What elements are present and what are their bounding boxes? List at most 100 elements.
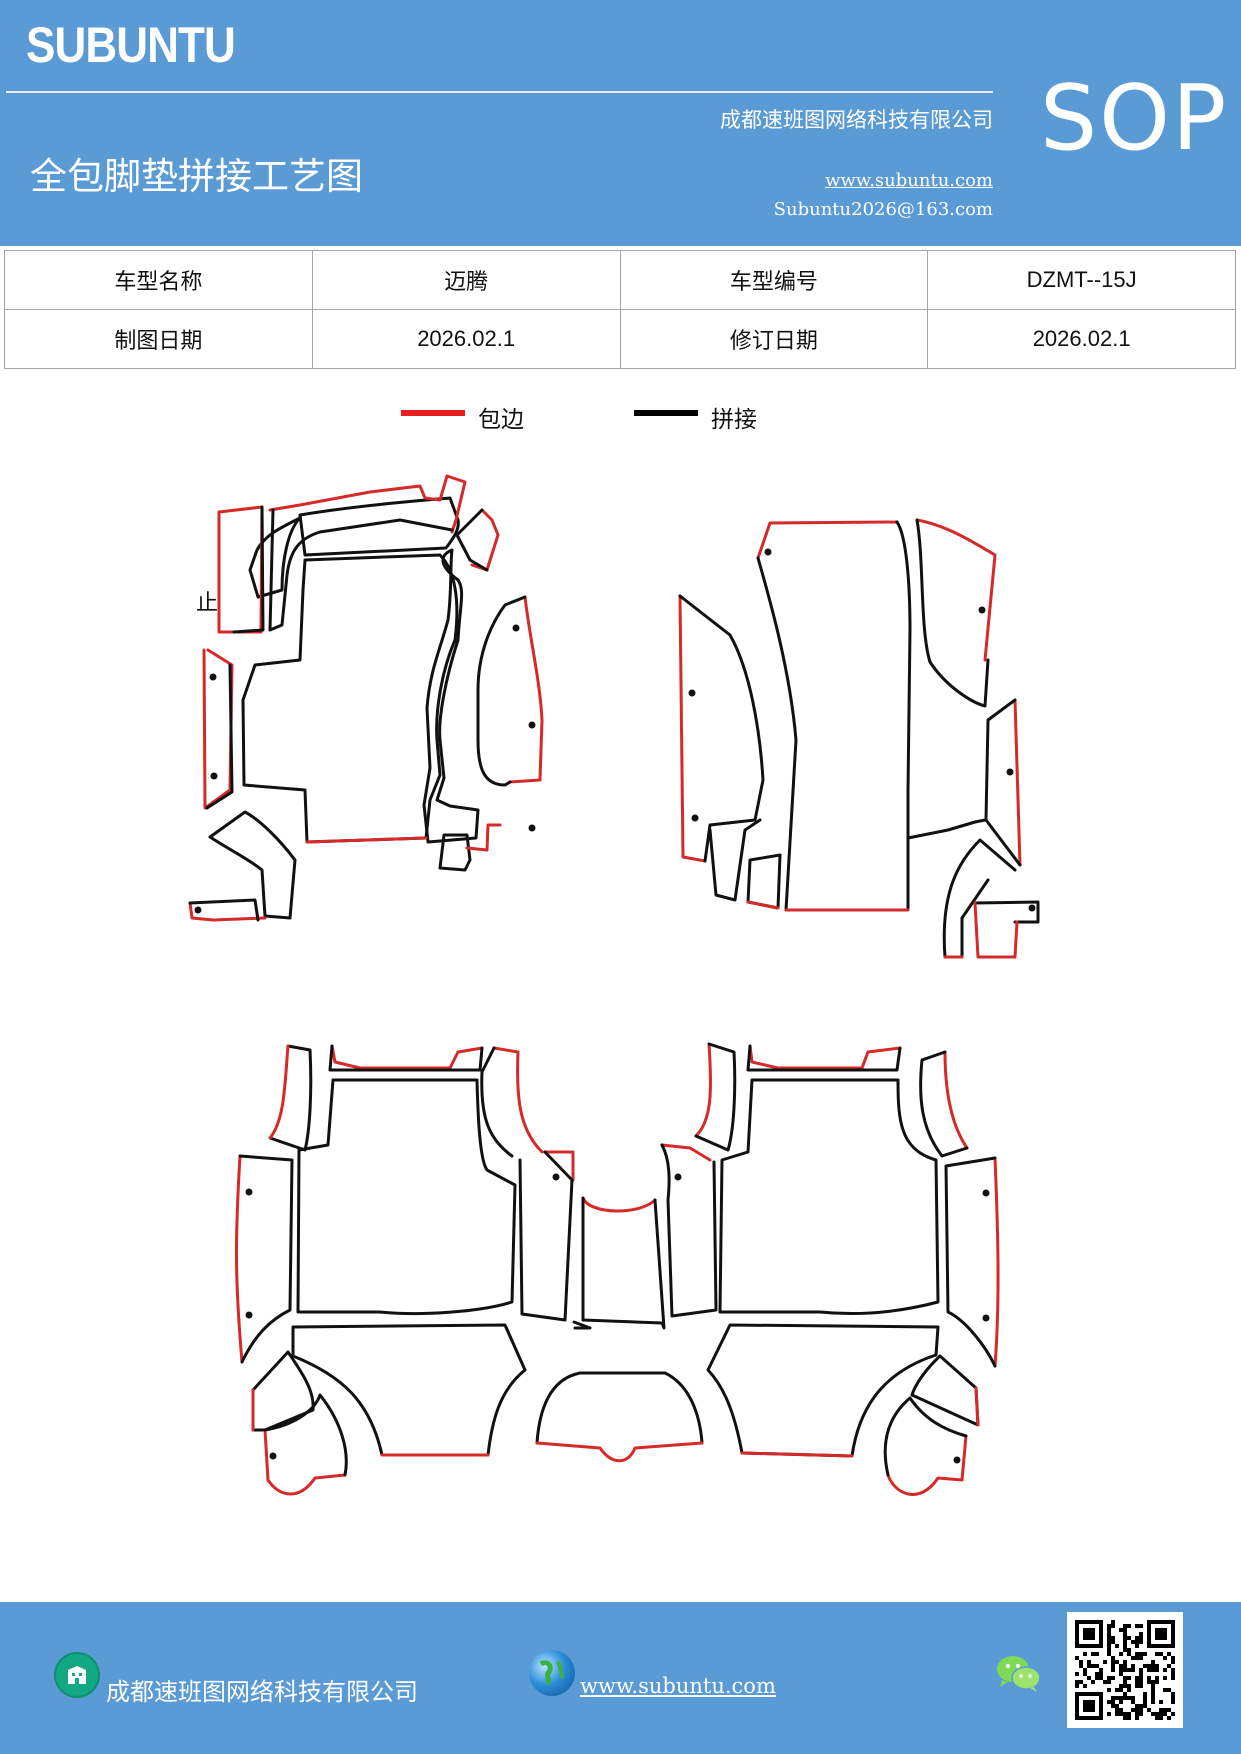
wechat-icon[interactable]: [996, 1654, 1042, 1698]
front-right-corner-binding: [915, 518, 997, 662]
fastener-dot: [552, 1173, 560, 1181]
legend-swatch-red: [401, 410, 465, 416]
front-right-small-piece: [708, 818, 762, 902]
footer-company-name: 成都速班图网络科技有限公司: [106, 1678, 418, 1706]
revision-date-value: 2026.02.1: [927, 309, 1236, 369]
rear-right-wedge: [910, 1354, 980, 1427]
rear-right-foot-binding: [886, 1434, 968, 1496]
bottom-left-foot-seam: [188, 898, 260, 922]
rear-left-wedge: [251, 1350, 315, 1432]
rear-right-top-binding: [748, 1044, 902, 1070]
legend-label: 包边: [478, 407, 524, 433]
front-left-mat-group: 止: [188, 474, 544, 922]
small-triangle-binding: [470, 508, 500, 572]
front-right-small-binding: [746, 900, 780, 910]
front-right-corner-seam: [915, 518, 990, 708]
rear-right-wedge-binding: [974, 1386, 980, 1427]
front-left-floor-binding: [305, 836, 428, 844]
header-divider: [6, 91, 993, 93]
legend-swatch-black: [634, 410, 698, 416]
bottom-left-wedge: [208, 810, 297, 920]
front-left-top-strip: [298, 496, 460, 557]
contact-email: Subuntu2026@163.com: [773, 199, 993, 220]
center-tunnel-seam: [581, 1196, 666, 1330]
center-rear-panel-seam: [535, 1371, 704, 1445]
front-right-foot-seam: [973, 900, 1040, 924]
bottom-mid-stub: [438, 833, 472, 872]
table-row: 制图日期 2026.02.1 修订日期 2026.02.1: [4, 309, 1236, 369]
rear-left-upper-side: [268, 1044, 313, 1152]
rear-right-upper-side-seam: [694, 1042, 737, 1152]
rear-right-side-upper-seam: [919, 1050, 969, 1158]
center-tunnel-foot: [572, 1320, 592, 1330]
front-right-left-strip-binding: [678, 594, 707, 863]
fastener-dot: [210, 772, 218, 780]
fastener-dot: [528, 824, 536, 832]
model-name-label: 车型名称: [4, 250, 313, 310]
rear-left-tunnel-side-binding: [543, 1150, 575, 1182]
brand-logo: SUBUNTU: [26, 17, 236, 73]
header-banner: SUBUNTU SOP 成都速班图网络科技有限公司 全包脚垫拼接工艺图 www.…: [0, 0, 1241, 246]
front-right-foot-binding: [973, 901, 1019, 959]
fastener-dot: [688, 689, 696, 697]
table-row: 车型名称 迈腾 车型编号 DZMT--15J: [4, 250, 1236, 310]
rear-right-side-binding: [993, 1156, 1000, 1368]
building-icon: [54, 1652, 100, 1698]
rear-right-pillar-seam: [660, 1143, 718, 1318]
rear-left-pillar-seam: [480, 1046, 514, 1158]
center-tunnel-top-binding: [581, 1196, 657, 1213]
rear-left-main-panel: [296, 1078, 517, 1316]
rear-left-upper-side-binding: [268, 1044, 290, 1140]
rear-right-lower-panel: [706, 1323, 940, 1458]
fastener-dot: [1006, 768, 1014, 776]
document-title: 全包脚垫拼接工艺图: [30, 155, 363, 198]
left-side-strip-seam: [205, 663, 234, 810]
fastener-dot: [209, 673, 217, 681]
model-code-value: DZMT--15J: [927, 250, 1236, 310]
front-left-main-panel: [422, 548, 480, 844]
fastener-dot: [1028, 904, 1036, 912]
model-name-value: 迈腾: [311, 250, 621, 310]
fastener-dot: [764, 548, 772, 556]
center-rear-panel-binding: [535, 1441, 704, 1463]
fastener-dot: [982, 1314, 990, 1322]
rear-left-foot-binding: [263, 1428, 347, 1496]
rear-right-side-upper-binding: [943, 1050, 969, 1150]
front-right-side-binding: [1013, 698, 1022, 867]
left-upper-strip-binding: [217, 505, 264, 634]
rear-right-main-panel: [718, 1078, 940, 1316]
rear-left-tunnel-side-seam: [518, 1150, 574, 1322]
front-right-wedge: [942, 838, 1017, 959]
rear-right-foot-seam: [883, 1396, 968, 1477]
bottom-left-foot-binding: [188, 901, 267, 922]
front-right-floor-seam: [906, 818, 987, 840]
side-mark-label: 止: [196, 591, 218, 616]
legend-label: 拼接: [711, 407, 757, 433]
model-code-label: 车型编号: [619, 250, 929, 310]
top-curved-seam: [268, 508, 454, 632]
revision-date-label: 修订日期: [619, 309, 929, 369]
small-triangle-seam: [455, 508, 489, 572]
fastener-dot: [953, 1456, 961, 1464]
company-name: 成都速班图网络科技有限公司: [720, 108, 993, 132]
front-right-mat-group: [678, 518, 1040, 959]
fastener-dot: [269, 1452, 277, 1460]
rear-right-side-seam: [944, 1156, 997, 1368]
footer-banner: 成都速班图网络科技有限公司 www.subuntu.com: [0, 1602, 1241, 1754]
fastener-dot: [512, 624, 520, 632]
floor-mat-pattern-drawing: 止: [188, 474, 1040, 1496]
left-upper-strip-seam: [232, 505, 265, 634]
website-link[interactable]: www.subuntu.com: [825, 170, 993, 191]
front-right-left-strip-seam: [678, 594, 765, 863]
footer-website-link[interactable]: www.subuntu.com: [580, 1674, 776, 1698]
fastener-dot: [528, 721, 536, 729]
rear-right-lower-binding: [740, 1451, 854, 1458]
draw-date-value: 2026.02.1: [311, 309, 621, 369]
sop-badge: SOP: [1040, 66, 1229, 171]
rear-left-top-binding: [330, 1044, 484, 1070]
top-curved-binding: [268, 474, 467, 534]
front-left-floor-outline: [241, 553, 459, 844]
bottom-mid-stub-binding: [465, 823, 502, 852]
rear-mats-group: [234, 1042, 1000, 1496]
fastener-dot: [978, 606, 986, 614]
